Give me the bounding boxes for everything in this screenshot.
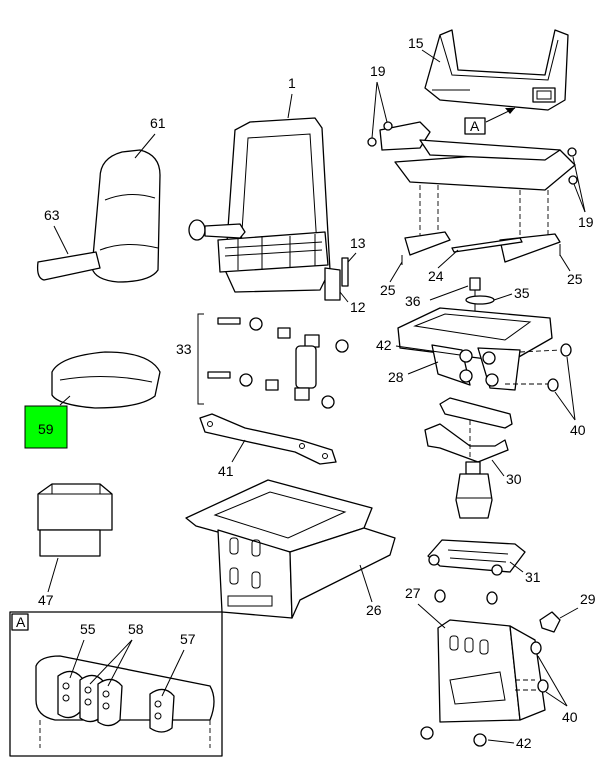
part-33-shock-kit xyxy=(207,317,349,409)
callout-a-inset: A xyxy=(16,614,26,630)
part-31-lower-scissor xyxy=(427,539,526,576)
callout-13: 13 xyxy=(350,235,366,251)
callout-19-top: 19 xyxy=(370,63,386,79)
callout-31: 31 xyxy=(525,569,541,585)
air-spring xyxy=(455,461,493,519)
part-40-bushing xyxy=(530,641,542,655)
part-30-scissor-link xyxy=(424,397,513,463)
callout-58: 58 xyxy=(128,621,144,637)
callout-29: 29 xyxy=(580,591,596,607)
part-15-seat-frame xyxy=(424,29,569,111)
callout-59: 59 xyxy=(38,421,54,437)
callout-63: 63 xyxy=(44,207,60,223)
callout-25-right: 25 xyxy=(567,271,583,287)
callout-42-lower: 42 xyxy=(516,735,532,751)
ref-box-a xyxy=(464,117,486,135)
callout-61: 61 xyxy=(150,115,166,131)
callout-36: 36 xyxy=(405,293,421,309)
part-36-fitting xyxy=(469,277,481,291)
highlighted-part-59[interactable] xyxy=(24,405,68,449)
part-40-bushing xyxy=(547,378,559,392)
part-42-washer xyxy=(420,726,434,740)
part-26-base-riser xyxy=(185,479,396,619)
part-27-base xyxy=(434,589,546,723)
callout-40-lower: 40 xyxy=(562,709,578,725)
callout-28: 28 xyxy=(388,369,404,385)
part-58-buttons xyxy=(79,674,123,727)
callout-42-upper: 42 xyxy=(376,337,392,353)
part-13-bolt xyxy=(341,257,349,287)
callout-41: 41 xyxy=(218,463,234,479)
callout-25-left: 25 xyxy=(380,282,396,298)
callout-40-upper: 40 xyxy=(570,422,586,438)
part-42-washer xyxy=(473,733,487,747)
part-35-washer xyxy=(465,295,495,305)
callout-47: 47 xyxy=(38,592,54,608)
callout-35: 35 xyxy=(514,285,530,301)
callout-30: 30 xyxy=(506,471,522,487)
part-28-suspension-plate xyxy=(397,307,561,391)
callout-27: 27 xyxy=(405,585,421,601)
callout-15: 15 xyxy=(408,35,424,51)
part-61-back-cushion xyxy=(91,149,161,283)
part-63-armrest xyxy=(36,251,101,281)
part-55-button xyxy=(57,670,83,719)
callout-55: 55 xyxy=(80,621,96,637)
slide-rail-assembly xyxy=(367,121,578,265)
inset-view-a xyxy=(9,611,223,757)
part-41-bracket xyxy=(199,413,337,465)
part-47-cover xyxy=(37,483,113,557)
callout-26: 26 xyxy=(366,602,382,618)
part-40-bushing xyxy=(560,343,572,357)
callout-12: 12 xyxy=(350,299,366,315)
part-59-seat-cushion xyxy=(51,351,161,409)
part-1-seat-back-frame xyxy=(188,117,341,301)
part-40-bushing xyxy=(537,679,549,693)
part-29-clip xyxy=(539,611,561,633)
part-57-button xyxy=(149,688,175,733)
callout-19-right: 19 xyxy=(578,214,594,230)
callout-33: 33 xyxy=(176,341,192,357)
callout-a-ref: A xyxy=(470,118,480,134)
callout-57: 57 xyxy=(180,631,196,647)
arrow-icon xyxy=(505,108,515,114)
callout-1: 1 xyxy=(288,75,296,91)
callout-24: 24 xyxy=(428,268,444,284)
